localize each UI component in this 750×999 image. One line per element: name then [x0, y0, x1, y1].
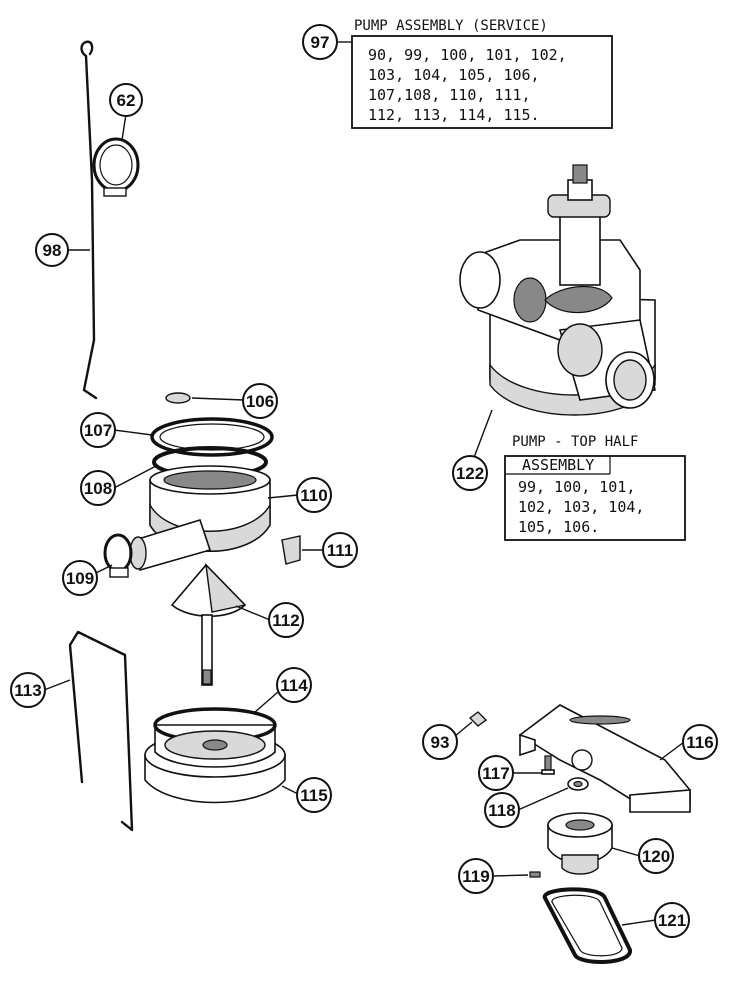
callout-113: 113 — [14, 681, 41, 700]
part-116-motor-bracket — [518, 704, 691, 813]
pump-top-half-group: PUMP - TOP HALF ASSEMBLY 99, 100, 101, 1… — [504, 434, 686, 541]
part-113-wire-bail — [68, 630, 134, 832]
part-120-pulley — [547, 812, 613, 875]
pump-top-half-box — [504, 455, 686, 541]
pump-assembly-service-group: PUMP ASSEMBLY (SERVICE) 90, 99, 100, 101… — [302, 18, 613, 129]
pump-assembly-service-title: PUMP ASSEMBLY (SERVICE) — [354, 18, 548, 34]
callout-119: 119 — [462, 867, 489, 886]
callout-106: 106 — [246, 392, 274, 411]
callout-120: 120 — [642, 847, 670, 866]
pump-service-line-4: 112, 113, 114, 115. — [368, 106, 540, 124]
callout-110: 110 — [300, 486, 327, 505]
pump-top-half-line-1: 99, 100, 101, — [518, 478, 635, 496]
part-106-cap — [165, 392, 191, 404]
callout-62: 62 — [117, 91, 136, 110]
part-114-gasket — [153, 707, 277, 768]
callout-122: 122 — [456, 464, 484, 483]
pump-service-line-2: 103, 104, 105, 106, — [368, 66, 540, 84]
pump-top-half-line-2: 102, 103, 104, — [518, 498, 644, 516]
pump-service-line-1: 90, 99, 100, 101, 102, — [368, 46, 567, 64]
pump-top-half-subtitle: ASSEMBLY — [522, 456, 594, 474]
pump-top-half-title: PUMP - TOP HALF — [512, 434, 638, 450]
callout-112: 112 — [272, 611, 299, 630]
part-121-belt — [543, 887, 632, 964]
pump-service-line-3: 107,108, 110, 111, — [368, 86, 531, 104]
callout-108: 108 — [84, 479, 112, 498]
part-62-clamp — [92, 137, 140, 197]
pump-top-half-line-3: 105, 106. — [518, 518, 599, 536]
part-117-screw — [541, 755, 555, 775]
part-122-pump-top-half — [459, 164, 656, 416]
callout-115: 115 — [300, 786, 327, 805]
callout-98: 98 — [43, 241, 62, 260]
part-110-pump-housing — [129, 465, 271, 572]
part-119-setscrew — [529, 871, 541, 878]
callout-97: 97 — [311, 33, 330, 52]
callout-109: 109 — [66, 569, 94, 588]
callout-118: 118 — [488, 801, 515, 820]
callout-117: 117 — [482, 764, 509, 783]
part-118-washer — [567, 777, 589, 791]
callout-116: 116 — [686, 733, 713, 752]
part-93-clip — [468, 711, 488, 727]
callout-121: 121 — [658, 911, 686, 930]
part-112-impeller — [170, 563, 247, 686]
callout-107: 107 — [84, 421, 112, 440]
callout-circle-97 — [302, 24, 338, 60]
part-98-rod — [80, 40, 98, 400]
callout-111: 111 — [327, 541, 354, 560]
part-109-clamp — [103, 533, 133, 578]
callout-93: 93 — [431, 733, 450, 752]
callout-114: 114 — [280, 676, 308, 695]
part-111-seal — [281, 535, 301, 565]
pump-assembly-service-box — [351, 35, 613, 129]
